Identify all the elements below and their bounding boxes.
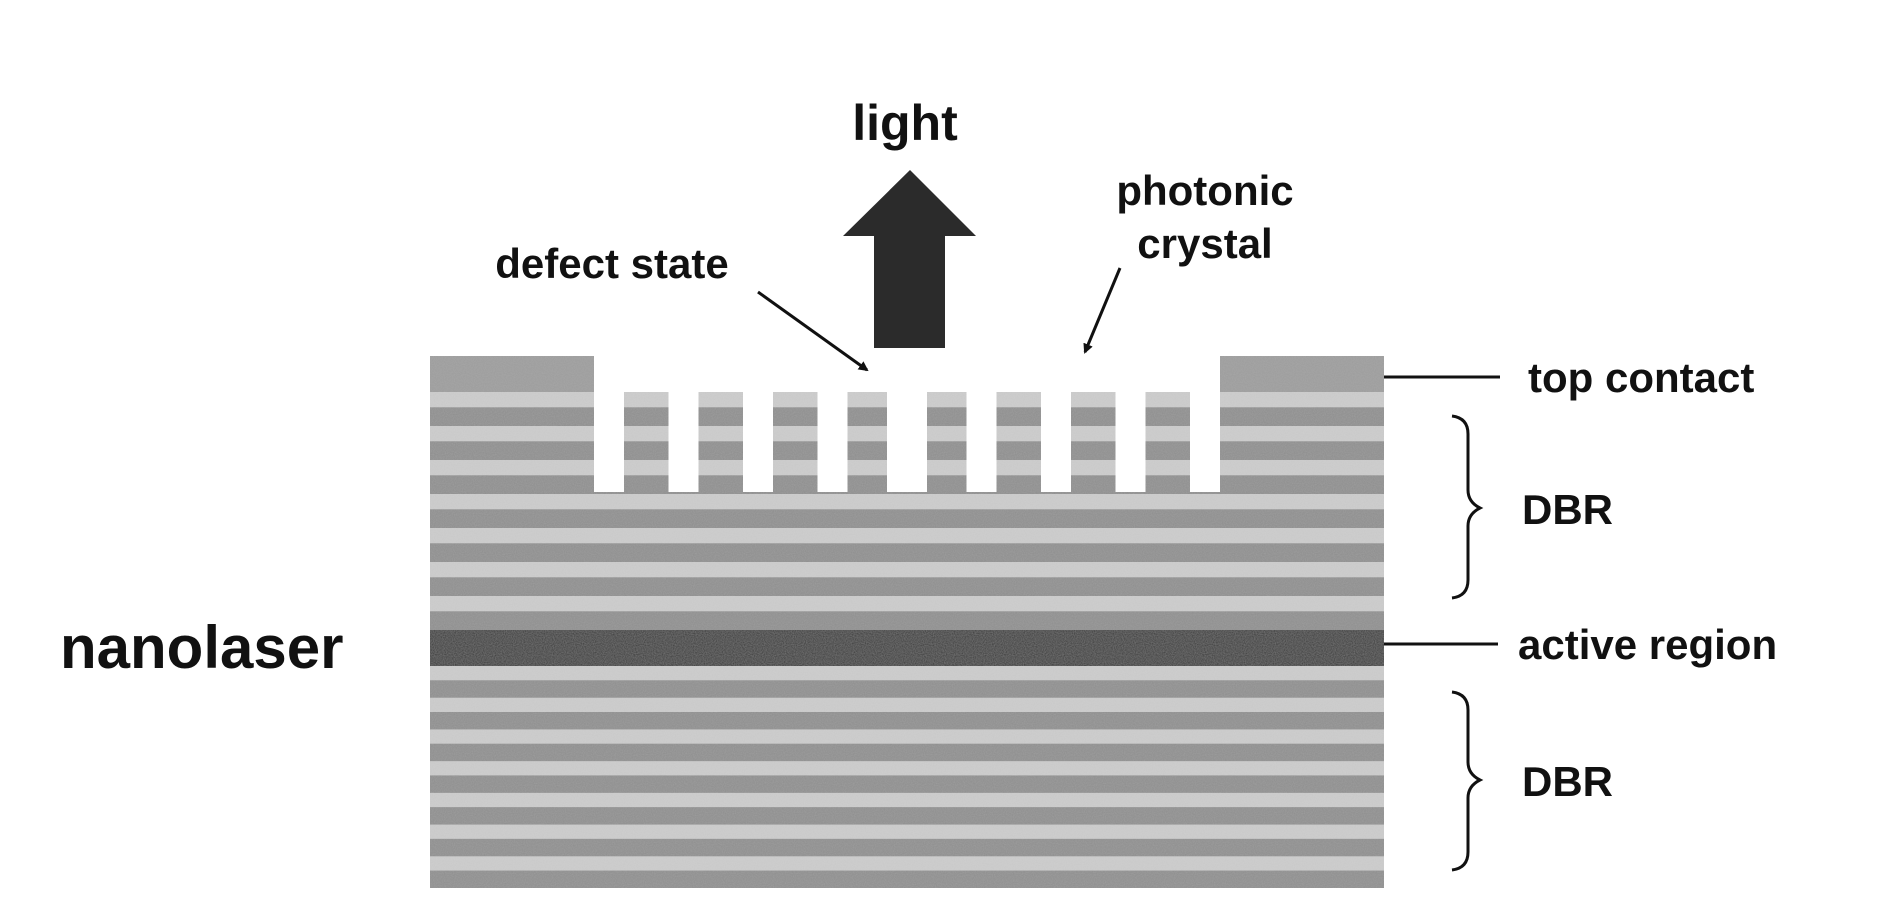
lower-dbr-layer [430, 839, 1384, 856]
lower-dbr-brace-icon [1452, 692, 1480, 870]
crystal-hole [818, 356, 848, 492]
top-contact-left [430, 356, 594, 392]
lower-dbr-layer [430, 680, 1384, 697]
lower-dbr-layer [430, 712, 1384, 729]
crystal-hole [967, 356, 997, 492]
photonic-crystal-holes [594, 356, 1220, 492]
label-photonic-crystal-line2: crystal [1137, 220, 1272, 267]
top-contact-right [1220, 356, 1384, 392]
upper-dbr-layer [430, 509, 1384, 528]
label-dbr-lower: DBR [1522, 758, 1613, 805]
upper-dbr-layer [430, 577, 1384, 596]
crystal-hole [594, 356, 624, 492]
lower-dbr-layer [430, 775, 1384, 792]
label-photonic-crystal-line1: photonic [1116, 167, 1293, 214]
lower-dbr-layer [430, 871, 1384, 888]
crystal-defect-hole [887, 356, 927, 492]
active-region-layer [430, 630, 1384, 666]
upper-dbr-layer [430, 611, 1384, 630]
crystal-hole [743, 356, 773, 492]
lower-dbr-layer [430, 744, 1384, 761]
label-active-region: active region [1518, 621, 1777, 668]
label-nanolaser: nanolaser [60, 614, 343, 681]
label-defect-state: defect state [495, 240, 728, 287]
crystal-hole [669, 356, 699, 492]
upper-dbr-layer [430, 543, 1384, 562]
crystal-hole [1116, 356, 1146, 492]
light-arrow-icon [843, 170, 976, 348]
lower-dbr-layer [430, 807, 1384, 824]
label-light: light [852, 95, 958, 151]
upper-dbr-brace-icon [1452, 416, 1480, 598]
label-top-contact: top contact [1528, 354, 1754, 401]
label-dbr-upper: DBR [1522, 486, 1613, 533]
photonic-crystal-pointer [1085, 268, 1120, 352]
crystal-hole [1190, 356, 1220, 492]
crystal-hole [1041, 356, 1071, 492]
